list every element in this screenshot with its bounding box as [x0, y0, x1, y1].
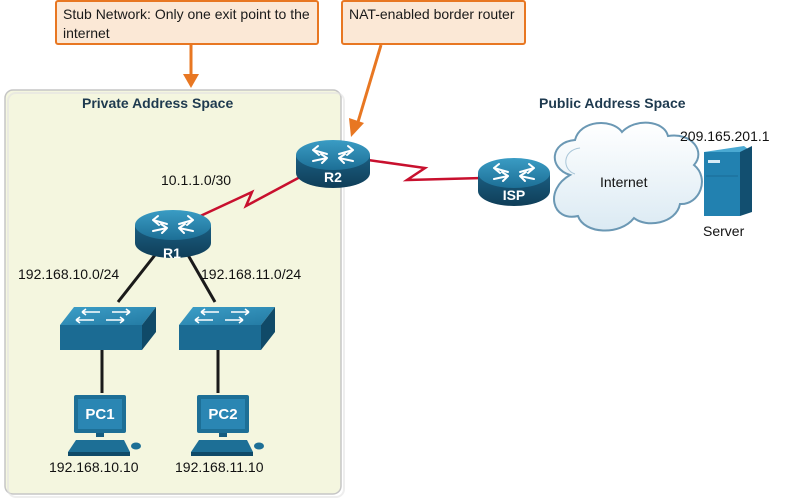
lan2-network-label: 192.168.11.0/24	[201, 266, 302, 282]
internet-cloud-label: Internet	[600, 174, 648, 190]
ethernet-link-r1-switch2	[186, 254, 217, 303]
nat-router-callout: NAT-enabled border router	[341, 0, 526, 45]
internet-cloud-icon	[553, 121, 703, 232]
router-isp	[478, 158, 550, 206]
stub-network-callout: Stub Network: Only one exit point to the…	[55, 0, 319, 45]
private-address-space-region	[4, 89, 342, 495]
server-label: Server	[703, 223, 745, 239]
server-icon	[704, 146, 752, 216]
r1-r2-network-label: 10.1.1.0/30	[161, 172, 232, 188]
pc1-label: PC1	[85, 406, 114, 423]
serial-link-r2-isp	[367, 158, 484, 182]
pc2-label: PC2	[208, 406, 237, 423]
pc2-address-label: 192.168.11.10	[175, 459, 264, 475]
serial-link-r1-r2	[195, 174, 303, 220]
nat-router-callout-text: NAT-enabled border router	[349, 6, 515, 22]
private-address-space-title: Private Address Space	[82, 95, 234, 111]
stub-network-callout-text: Stub Network: Only one exit point to the…	[63, 6, 310, 41]
router-r1	[135, 210, 211, 258]
switch-1-icon	[60, 307, 156, 350]
callout-arrow-stub	[183, 45, 199, 88]
lan1-network-label: 192.168.10.0/24	[18, 266, 120, 282]
router-r1-label: R1	[163, 245, 181, 261]
pc2-icon	[191, 395, 264, 456]
router-r2	[296, 140, 370, 188]
ethernet-link-r1-switch1	[116, 254, 157, 303]
pc1-address-label: 192.168.10.10	[49, 459, 139, 475]
router-r2-label: R2	[324, 169, 342, 185]
pc1-icon	[68, 395, 141, 456]
router-isp-label: ISP	[503, 187, 526, 203]
callout-arrow-nat	[349, 44, 383, 137]
server-address-label: 209.165.201.1	[680, 128, 770, 144]
switch-2-icon	[179, 307, 275, 350]
public-address-space-title: Public Address Space	[539, 95, 686, 111]
